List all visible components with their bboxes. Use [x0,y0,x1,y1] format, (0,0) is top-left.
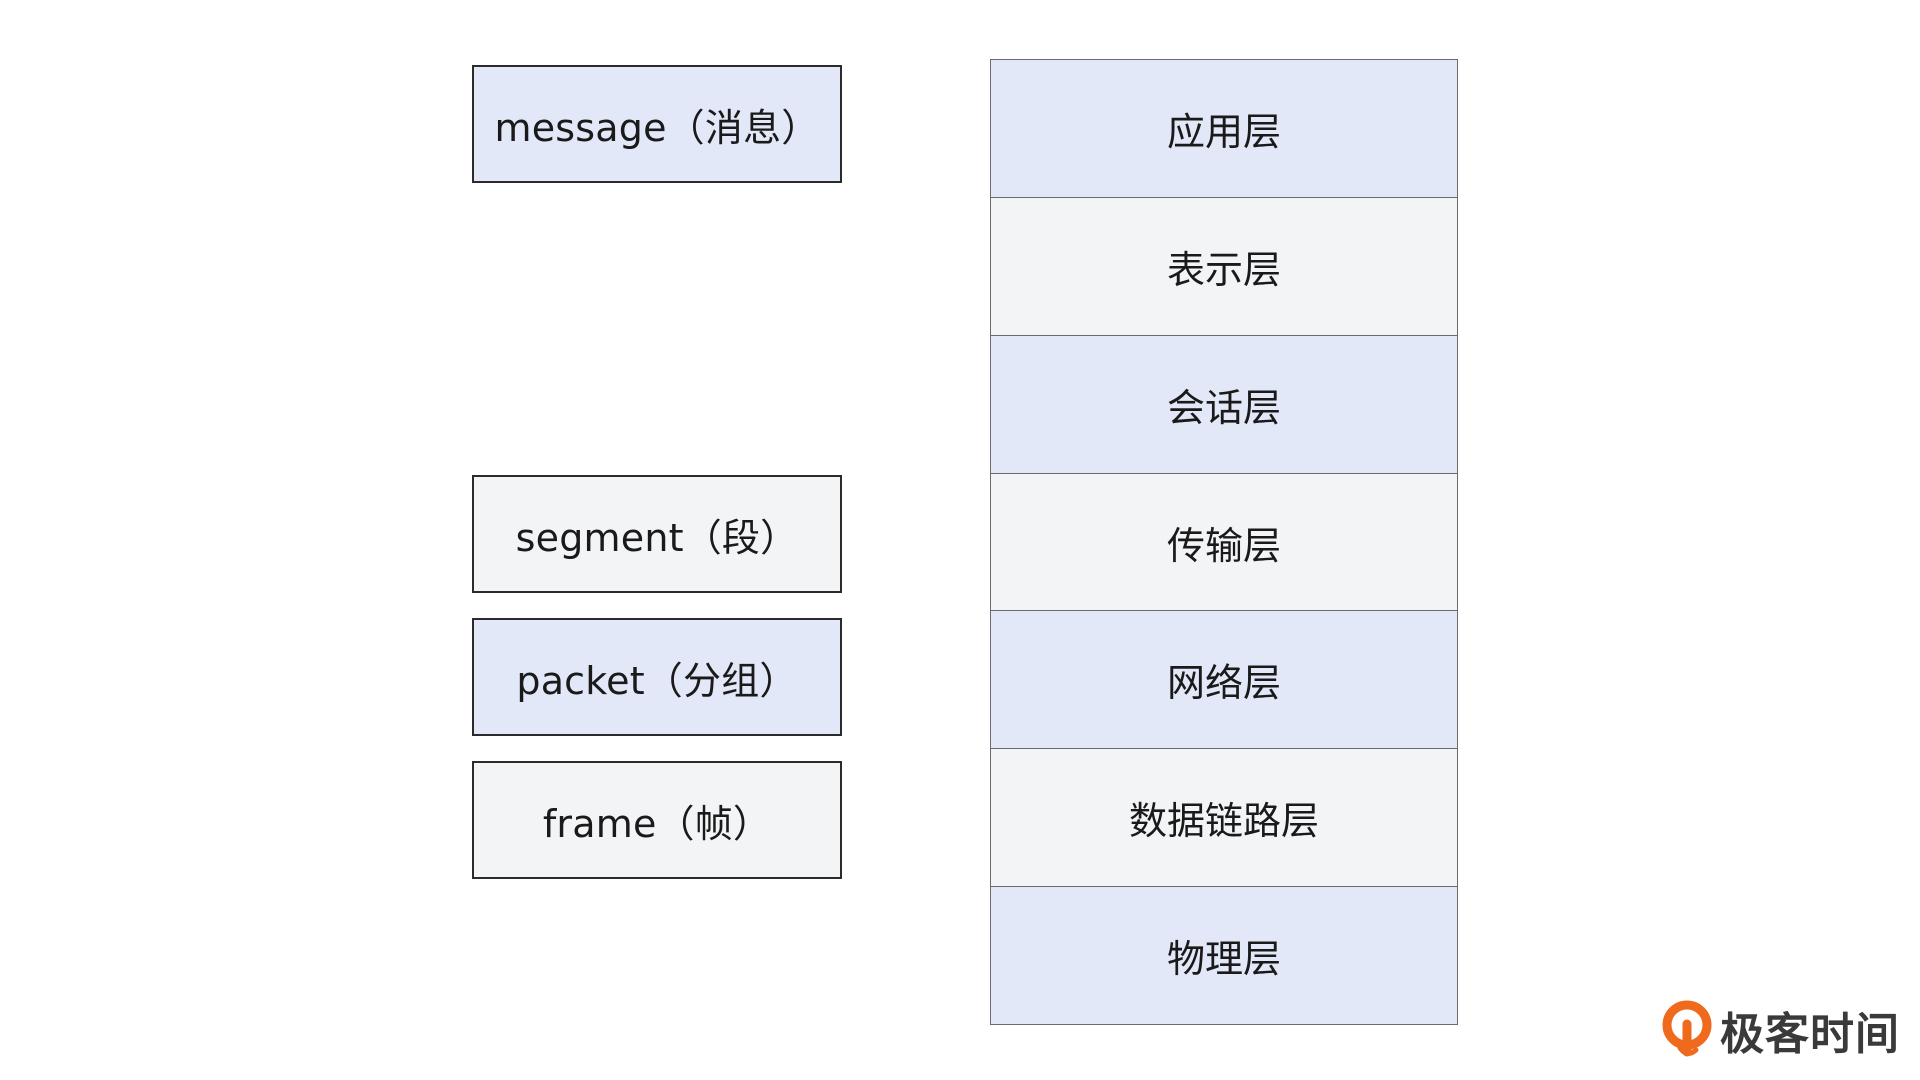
pdu-box-message: message（消息） [472,65,842,183]
pdu-label-frame: frame（帧） [542,801,772,846]
layer-label-network: 网络层 [1166,661,1281,706]
layer-session: 会话层 [991,334,1457,473]
layer-label-presentation: 表示层 [1166,247,1281,292]
pdu-label-packet: packet（分组） [516,658,798,703]
geektime-logo: 极客时间 [1660,998,1900,1062]
pdu-box-packet: packet（分组） [472,618,842,736]
layer-label-session: 会话层 [1166,385,1281,430]
pdu-label-segment: segment（段） [515,515,799,560]
geektime-logo-icon [1662,1000,1712,1057]
layer-label-data-link: 数据链路层 [1128,799,1319,844]
pdu-label-message: message（消息） [494,105,820,150]
osi-layer-stack: 应用层 表示层 会话层 传输层 网络层 数据链路层 物理层 [990,59,1458,1025]
layer-label-application: 应用层 [1166,109,1281,154]
layer-transport: 传输层 [991,472,1457,611]
logo-text: 极客时间 [1720,1009,1900,1060]
layer-application: 应用层 [991,60,1457,197]
layer-physical: 物理层 [991,886,1457,1025]
pdu-box-segment: segment（段） [472,475,842,593]
layer-label-physical: 物理层 [1166,937,1281,982]
pdu-box-frame: frame（帧） [472,761,842,879]
layer-label-transport: 传输层 [1166,523,1281,568]
layer-network: 网络层 [991,610,1457,749]
layer-presentation: 表示层 [991,196,1457,335]
layer-data-link: 数据链路层 [991,748,1457,887]
